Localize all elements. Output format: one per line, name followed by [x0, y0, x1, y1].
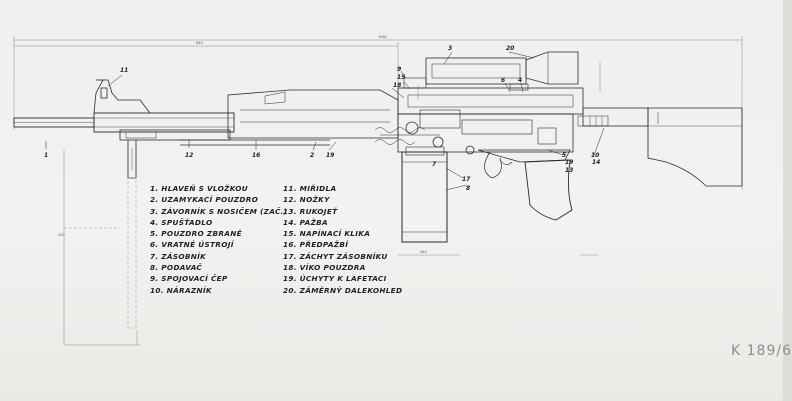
archive-mark: K 189/6	[731, 343, 792, 359]
callout-3: 3	[448, 45, 452, 52]
callout-15: 15	[397, 74, 405, 81]
legend-item: 9. SPOJOVACÍ ČEP	[150, 274, 228, 284]
callout-14: 14	[592, 159, 600, 166]
callout-20: 20	[506, 45, 514, 52]
callout-12: 12	[185, 152, 193, 159]
handguard	[227, 89, 399, 139]
legend-item: 18. VÍKO POUZDRA	[283, 263, 366, 273]
callout-13: 13	[565, 167, 573, 174]
barrel	[13, 112, 235, 133]
stock	[577, 107, 743, 187]
front-sight	[93, 79, 151, 114]
callout-11: 11	[120, 67, 128, 74]
callout-labels: 11 3 20 1 12 16 2 19 9 6 4 5 10 19 14 13…	[44, 45, 600, 192]
legend-item: 13. RUKOJEŤ	[283, 206, 338, 216]
legend-item: 4. SPUŠŤADLO	[150, 217, 213, 227]
receiver	[374, 87, 584, 155]
callout-10: 10	[591, 152, 599, 159]
legend-item: 19. ÚCHYTY K LAFETACI	[283, 274, 387, 284]
dimension-rear: 440	[420, 250, 427, 254]
legend-item: 14. PAŽBA	[283, 217, 328, 227]
magazine	[401, 146, 448, 243]
legend-item: 16. PŘEDPAŽBÍ	[283, 240, 349, 250]
legend-item: 11. MIŘIDLA	[283, 184, 337, 193]
dimension-front: 840	[196, 41, 203, 45]
callout-19-front: 19	[326, 152, 334, 159]
legend-item: 17. ZÁCHYT ZÁSOBNÍKU	[283, 251, 388, 261]
legend-item: 7. ZÁSOBNÍK	[150, 251, 207, 261]
parts-legend-left: 1. HLAVEŇ S VLOŽKOU 2. UZAMYKACÍ POUZDRO…	[150, 183, 287, 296]
callout-4: 4	[518, 77, 522, 84]
legend-item: 20. ZÁMĚRNÝ DALEKOHLED	[283, 285, 403, 295]
callout-8: 8	[466, 185, 470, 192]
trigger-group	[477, 127, 573, 221]
callout-5: 5	[562, 152, 566, 159]
legend-item: 10. NÁRAZNÍK	[150, 285, 212, 295]
legend-item: 8. PODAVAČ	[150, 263, 203, 273]
parts-legend-right: 11. MIŘIDLA 12. NOŽKY 13. RUKOJEŤ 14. PA…	[283, 183, 402, 296]
callout-7: 7	[432, 161, 437, 168]
dimension-lines	[13, 36, 743, 346]
callout-18: 18	[393, 82, 401, 89]
bipod-leg-extended	[64, 177, 137, 329]
dimension-overall: 1082	[378, 35, 387, 39]
legend-item: 12. NOŽKY	[283, 195, 330, 205]
legend-item: 6. VRATNÉ ÚSTROJÍ	[150, 240, 234, 250]
callout-9: 9	[397, 66, 401, 73]
callout-2: 2	[310, 152, 314, 159]
dimension-height: 200	[58, 233, 65, 237]
bipod-and-gas-tube	[119, 129, 330, 179]
callout-16: 16	[252, 152, 260, 159]
callout-17: 17	[462, 176, 471, 183]
callout-1: 1	[44, 152, 48, 159]
legend-item: 15. NAPÍNACÍ KLIKA	[283, 229, 371, 239]
dimension-values: 1082 840 200 440	[58, 35, 427, 254]
callout-leaders	[45, 51, 605, 191]
legend-item: 1. HLAVEŇ S VLOŽKOU	[150, 184, 248, 193]
legend-item: 3. ZÁVORNÍK S NOSIČEM (ZAČ.)	[150, 206, 288, 216]
legend-item: 5. POUZDRO ZBRANĚ	[150, 229, 242, 239]
legend-item: 2. UZAMYKACÍ POUZDRO	[150, 195, 259, 205]
telescopic-sight	[403, 51, 579, 91]
callout-6: 6	[501, 77, 505, 84]
callout-19-rear: 19	[565, 159, 573, 166]
